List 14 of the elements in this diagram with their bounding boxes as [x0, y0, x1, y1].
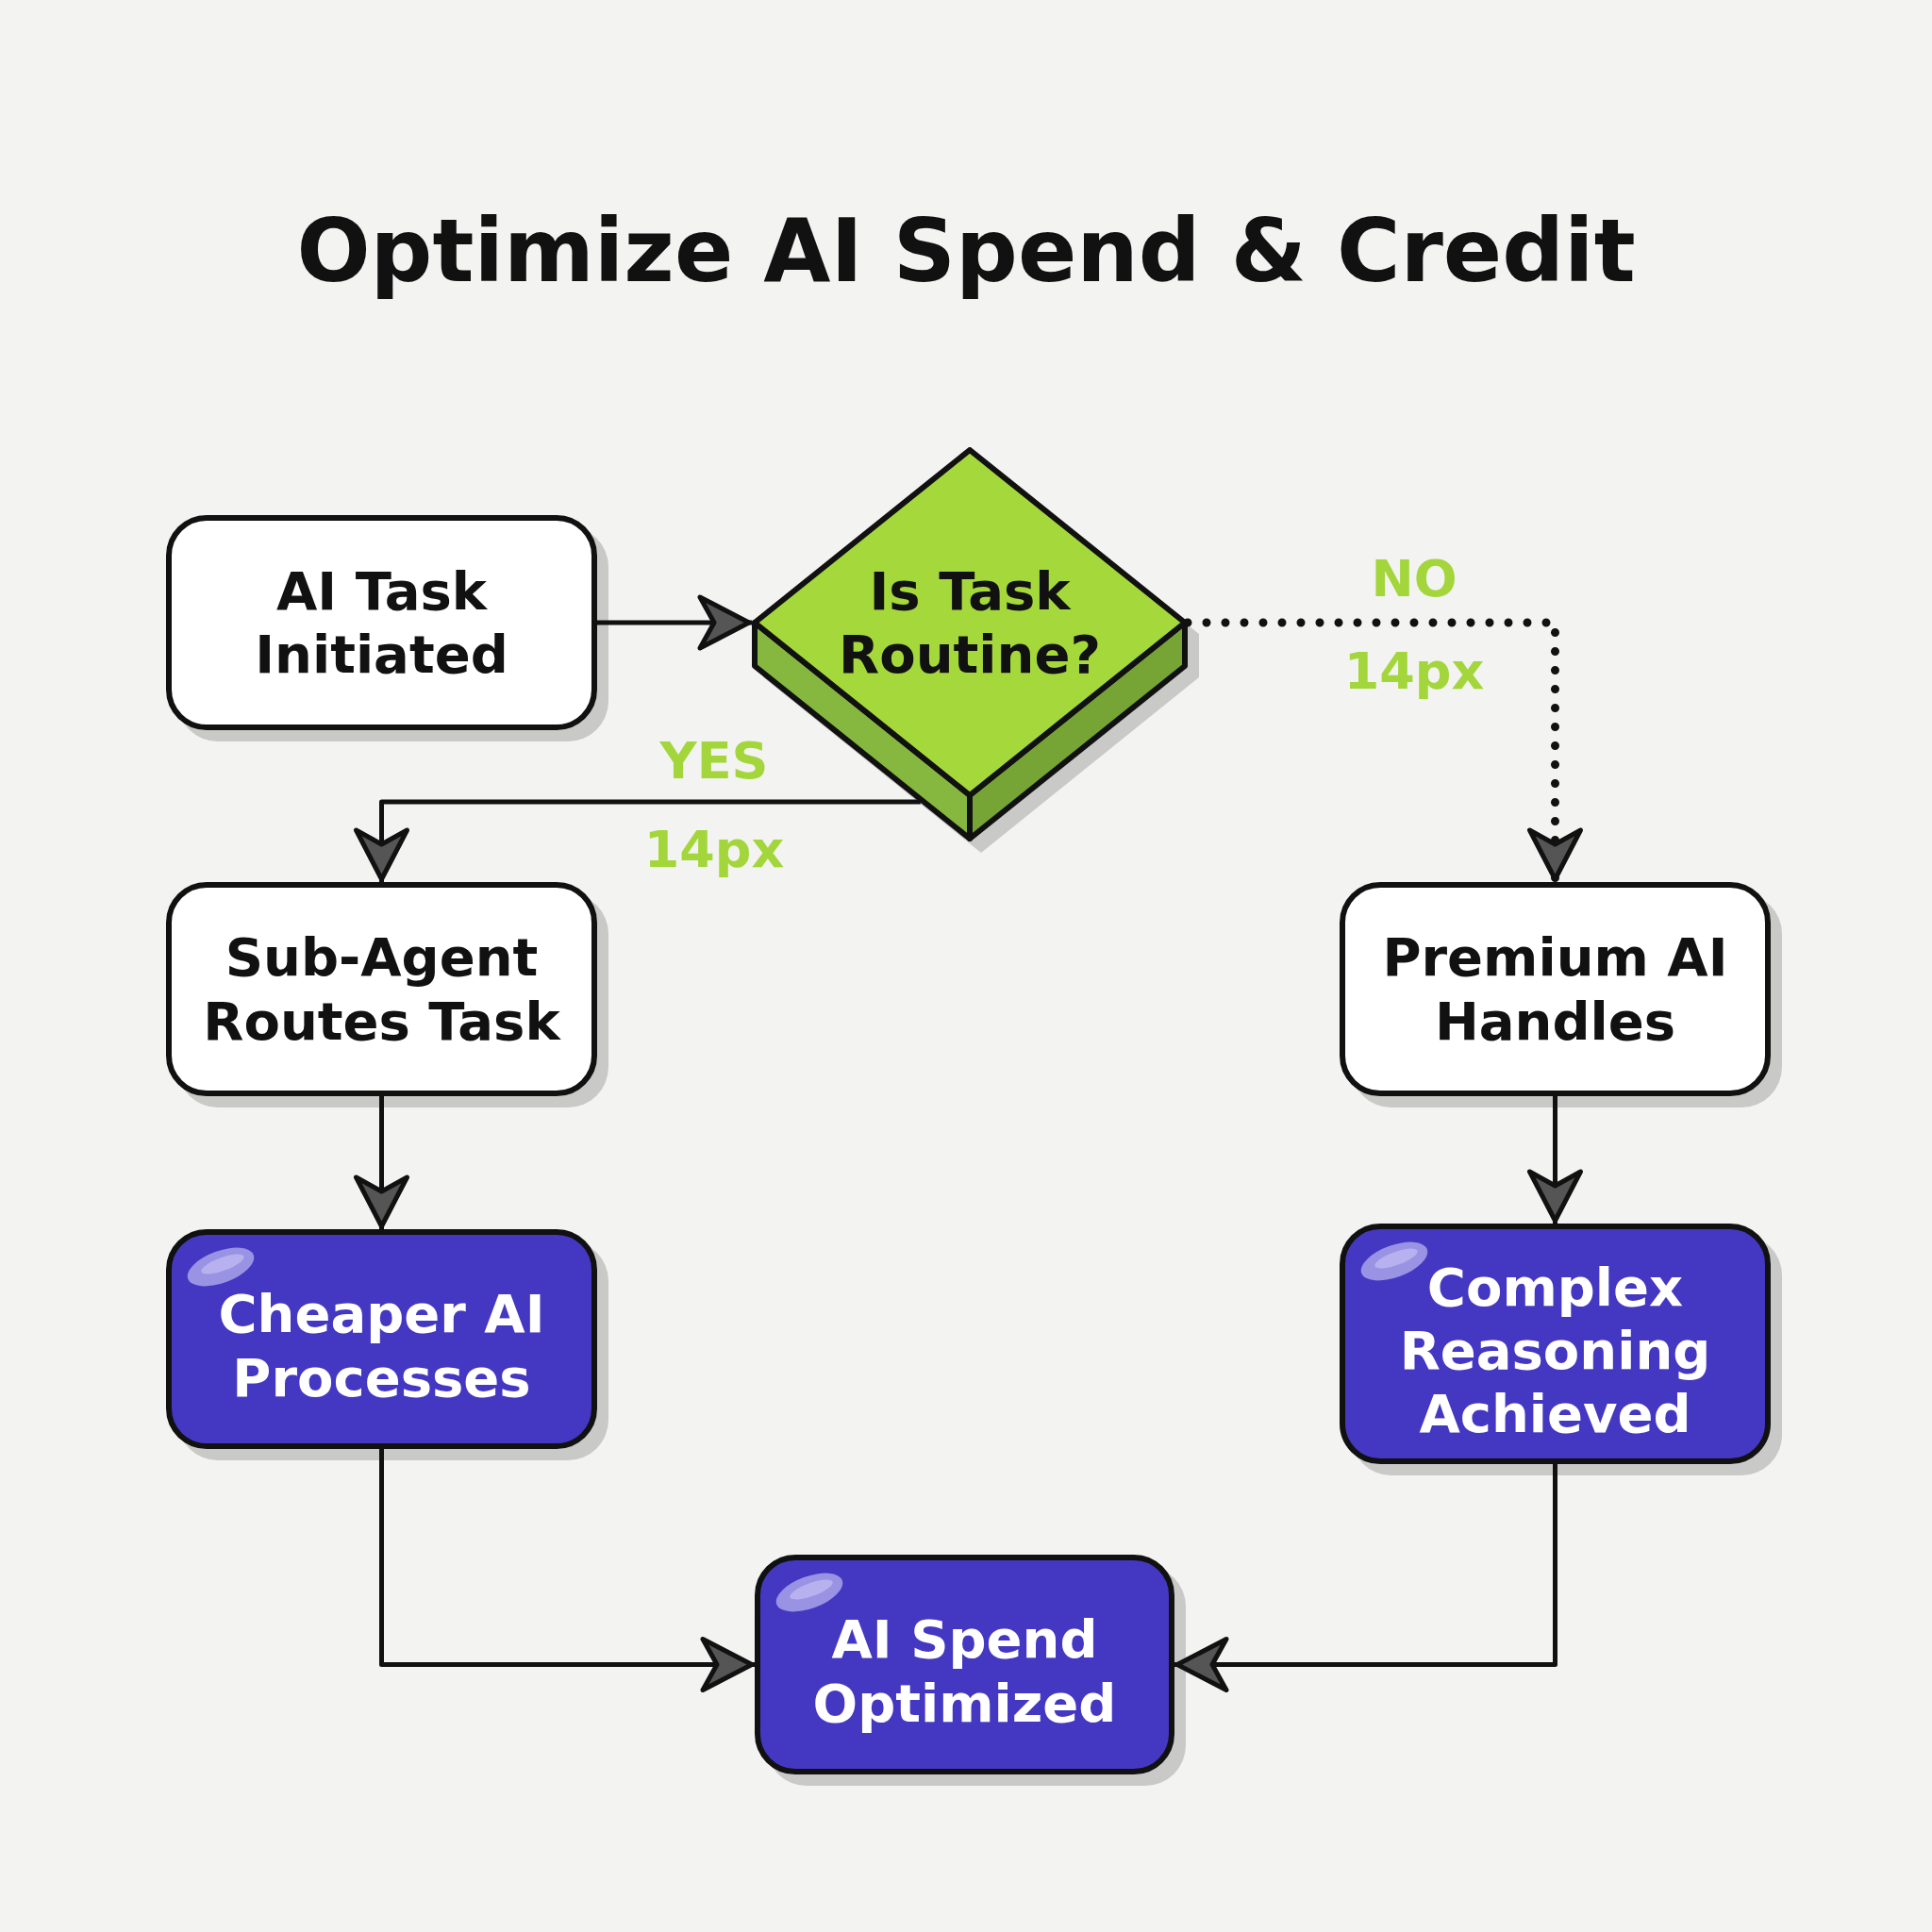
arrow: [1527, 1096, 1583, 1224]
node-text: Sub-Agent Routes Task: [203, 926, 560, 1052]
node-text: AI Task Initiated: [255, 559, 508, 685]
arrow: [1174, 1464, 1557, 1692]
arrow: [379, 1449, 755, 1692]
arrow: [597, 594, 752, 651]
arrow: [354, 1096, 409, 1229]
node-text: Is Task Routine?: [839, 559, 1101, 685]
node-text: Premium AI Handles: [1382, 926, 1728, 1052]
node-text: Complex Reasoning Achieved: [1399, 1256, 1711, 1445]
node-text: AI Spend Optimized: [812, 1608, 1117, 1734]
diagram-title: Optimize AI Spend & Credit: [296, 201, 1636, 302]
node-text: Cheaper AI Processes: [218, 1283, 545, 1408]
arrow: [354, 799, 921, 882]
